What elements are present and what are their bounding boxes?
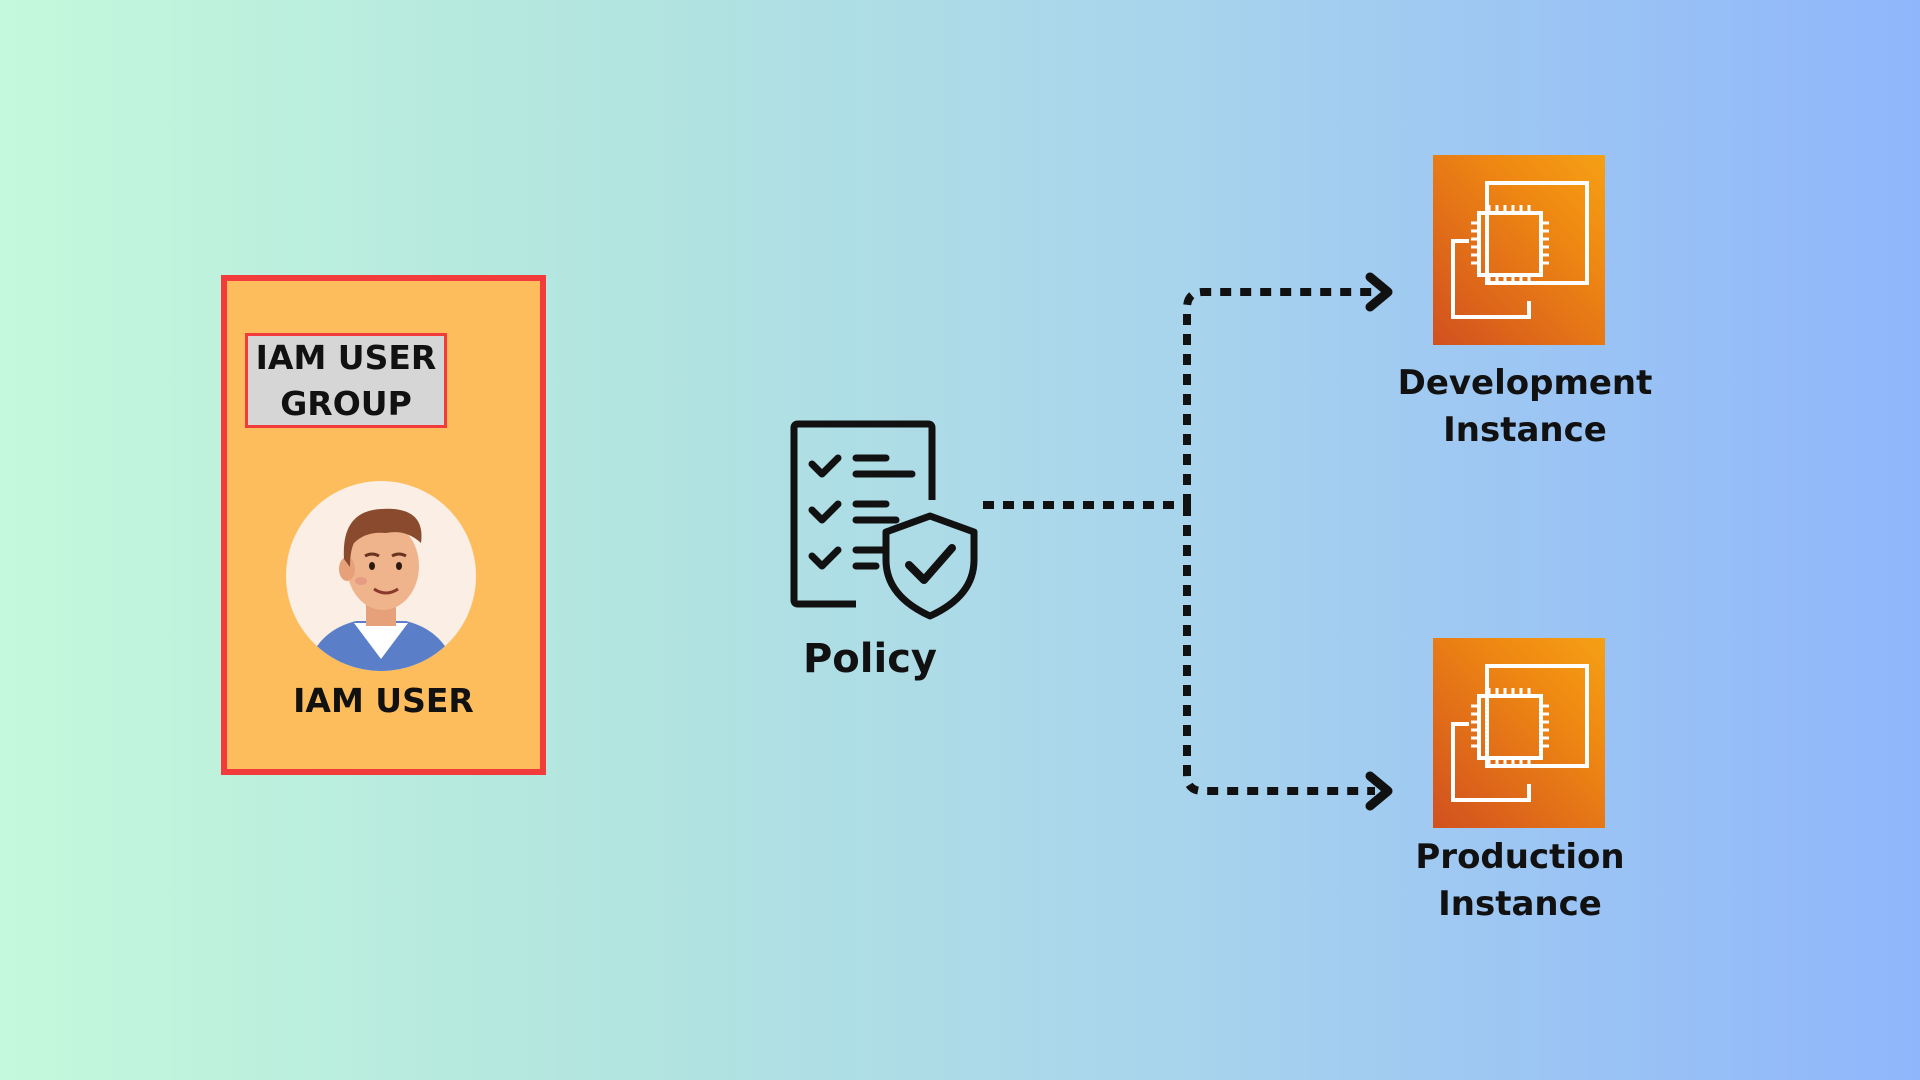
arrowhead-development [1365,272,1393,312]
user-avatar-icon [286,481,476,671]
policy-checklist-shield-icon [790,420,980,624]
iam-user-group-box: IAM USER GROUP [221,275,546,775]
connector-to-development [1183,288,1375,505]
policy-label: Policy [802,636,937,682]
arrowhead-production [1365,771,1393,811]
ec2-instance-icon-development [1433,155,1605,345]
development-instance-label: Development Instance [1397,363,1653,450]
iam-user-label: IAM USER [293,681,474,720]
iam-user-group-label: IAM USER GROUP [245,333,447,428]
production-instance-label: Production Instance [1415,837,1625,924]
connector-to-production [1183,505,1375,795]
ec2-instance-icon-production [1433,638,1605,828]
